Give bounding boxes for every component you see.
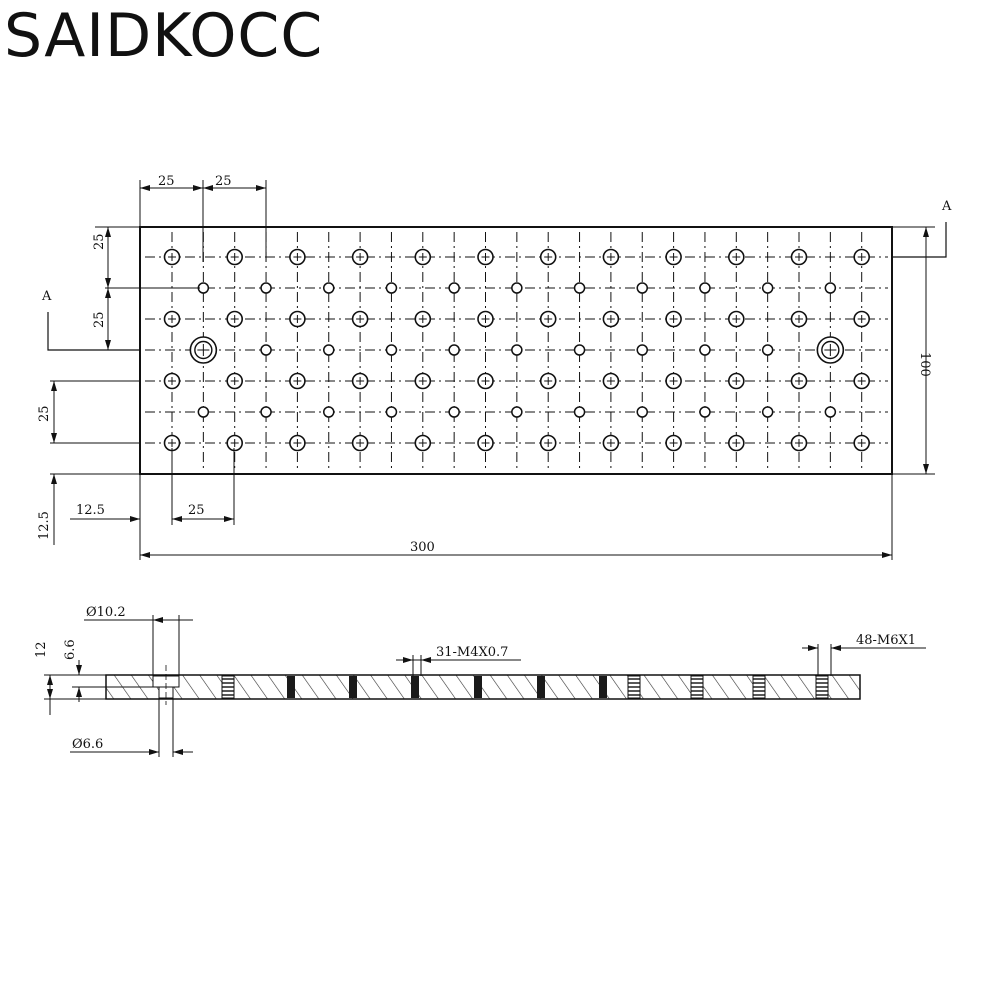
section-line-a: [47, 222, 947, 351]
small-hole: [573, 282, 586, 294]
dim-edge-y: 12.5: [37, 511, 52, 540]
small-hole: [448, 282, 460, 294]
small-hole: [385, 282, 398, 294]
small-hole: [323, 282, 335, 294]
small-hole: [511, 406, 523, 418]
thread-m4: [287, 676, 295, 698]
dim-through-dia: [70, 699, 193, 757]
callout-small-thread-label: 31-M4X0.7: [436, 645, 508, 660]
counterbore-hole: [152, 665, 180, 705]
hole-grid: [163, 248, 871, 452]
dim-counterbore-depth-label: 6.6: [63, 639, 78, 660]
small-hole: [636, 282, 648, 294]
dim-pitch-y-1: 25: [92, 233, 107, 250]
callout-large-thread: [802, 644, 926, 676]
dim-thickness: [44, 660, 153, 715]
small-hole: [260, 406, 272, 418]
dim-edge-x: 12.5: [76, 503, 105, 518]
section-marker-left: A: [41, 289, 52, 304]
brand-logo: SAIDKOCC: [4, 1, 324, 71]
thread-m4: [411, 676, 419, 698]
small-hole: [761, 282, 774, 294]
dim-counterbore-dia-label: Ø10.2: [86, 605, 126, 620]
dim-left-pitch-upper: [95, 226, 200, 351]
small-hole: [323, 406, 335, 418]
dim-left-pitch-lower: [50, 380, 140, 545]
dim-overall-width: [140, 474, 893, 560]
small-hole: [323, 344, 335, 356]
dim-through-dia-label: Ø6.6: [72, 737, 103, 752]
small-hole: [636, 406, 648, 418]
small-hole: [761, 406, 774, 418]
callout-small-thread: [396, 655, 521, 676]
dim-overall-height: [892, 226, 935, 475]
dim-pitch-y-2: 25: [92, 311, 107, 328]
dim-pitch-y-3: 25: [37, 405, 52, 422]
small-hole: [448, 344, 460, 356]
small-hole: [573, 344, 586, 356]
thread-m4: [599, 676, 607, 698]
small-hole: [511, 282, 523, 294]
dim-pitch-x-2: 25: [215, 174, 232, 189]
dim-pitch-x-1: 25: [158, 174, 175, 189]
small-hole: [385, 344, 398, 356]
small-hole: [636, 344, 648, 356]
small-hole: [260, 344, 272, 356]
small-hole: [699, 344, 711, 356]
threaded-holes: [221, 675, 829, 699]
dim-thickness-label: 12: [34, 641, 49, 658]
small-hole: [511, 344, 523, 356]
section-view: Ø10.2 Ø6.6 12 6.6 31-M4X: [34, 605, 926, 757]
small-hole: [573, 406, 586, 418]
small-hole: [260, 282, 272, 294]
small-hole: [761, 344, 774, 356]
section-marker-right: A: [941, 199, 952, 214]
small-hole: [385, 406, 398, 418]
dim-bottom-pitch: [70, 448, 235, 560]
small-hole: [197, 406, 210, 418]
section-body: [105, 674, 861, 700]
small-hole: [824, 406, 837, 418]
dim-pitch-x-bottom: 25: [188, 503, 205, 518]
callout-large-thread-label: 48-M6X1: [856, 633, 916, 648]
dim-height: 100: [917, 352, 932, 377]
small-hole: [824, 282, 837, 294]
top-view: A A 25 25 25 25 25: [37, 174, 952, 560]
dim-top-pitch: [139, 180, 267, 262]
small-hole: [699, 282, 711, 294]
thread-m4: [349, 676, 357, 698]
thread-m4: [474, 676, 482, 698]
thread-m4: [537, 676, 545, 698]
small-hole: [699, 406, 711, 418]
dim-counterbore-dia: [84, 615, 193, 676]
small-hole: [448, 406, 460, 418]
dim-width: 300: [410, 540, 435, 555]
